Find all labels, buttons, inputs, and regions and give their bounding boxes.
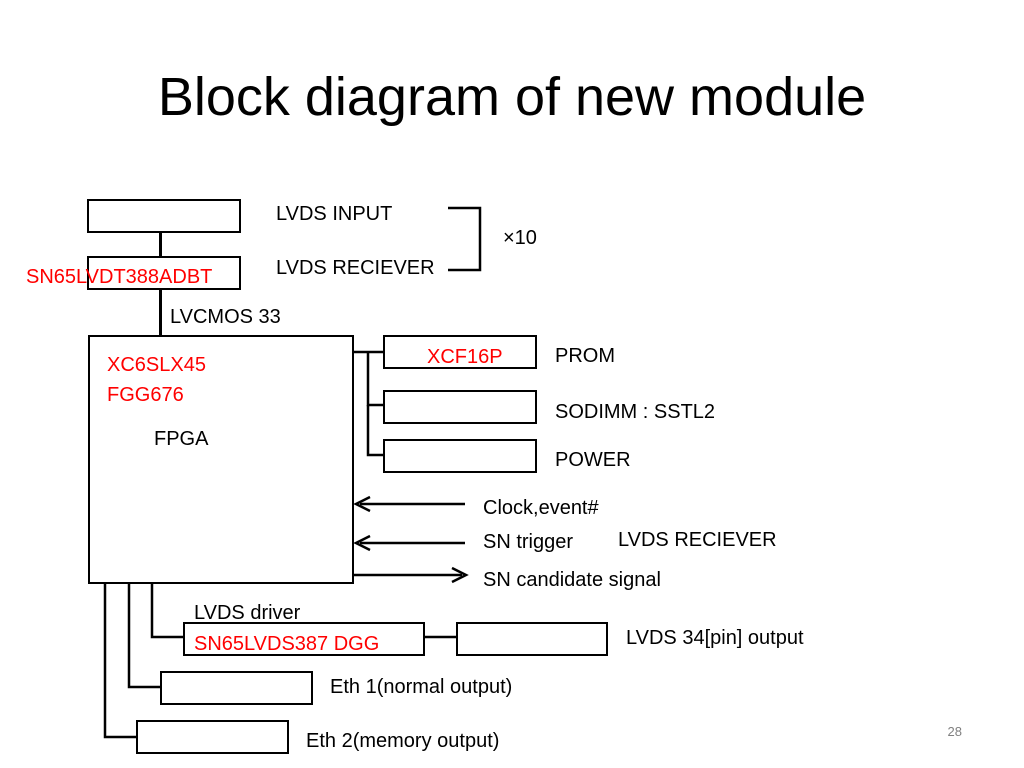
prom-label: PROM	[555, 345, 615, 367]
lvds-receiver-label: LVDS RECIEVER	[276, 257, 435, 279]
lvds-output-label: LVDS 34[pin] output	[626, 627, 804, 649]
sodimm-connector	[366, 352, 384, 407]
eth1-box	[160, 671, 313, 705]
power-label: POWER	[555, 449, 631, 471]
power-connector	[366, 405, 384, 457]
input-to-receiver-connector	[159, 233, 162, 257]
lvds-output-box	[456, 622, 608, 656]
eth2-connector	[103, 583, 137, 739]
power-box	[383, 439, 537, 473]
sodimm-box	[383, 390, 537, 424]
lvds-driver-box	[183, 622, 425, 656]
multiplier-label: ×10	[503, 227, 537, 249]
prom-box	[383, 335, 537, 369]
page-number: 28	[947, 724, 962, 739]
sn-candidate-arrowhead	[451, 566, 469, 584]
sn-trigger-arrowhead	[353, 534, 371, 552]
fpga-block	[88, 335, 354, 584]
eth1-connector	[127, 583, 161, 689]
eth2-label: Eth 2(memory output)	[306, 730, 500, 752]
clock-event-label: Clock,event#	[483, 497, 599, 519]
fpga-package: FGG676	[107, 384, 184, 406]
slide-title: Block diagram of new module	[157, 67, 867, 127]
lvds-input-label: LVDS INPUT	[276, 203, 393, 225]
lvds-driver-label: LVDS driver	[194, 602, 301, 624]
sn-trigger-label: SN trigger	[483, 531, 574, 553]
repeat-bracket	[448, 206, 482, 272]
fpga-part-number: XC6SLX45	[107, 354, 206, 376]
prom-part-number: XCF16P	[427, 346, 503, 368]
lvds-receiver-box	[87, 256, 241, 290]
eth1-label: Eth 1(normal output)	[330, 676, 513, 698]
receiver-to-fpga-connector	[159, 290, 162, 337]
receiver-part-number: SN65LVDT388ADBT	[26, 266, 213, 288]
lvds-input-box	[87, 199, 241, 233]
sn-trigger-receiver-label: LVDS RECIEVER	[618, 529, 777, 551]
clock-arrowhead	[353, 495, 371, 513]
sodimm-label: SODIMM : SSTL2	[555, 401, 716, 423]
sn-candidate-label: SN candidate signal	[483, 569, 661, 591]
driver-part-number: SN65LVDS387 DGG	[194, 633, 380, 655]
driver-connector	[150, 583, 184, 639]
eth2-box	[136, 720, 289, 754]
lvcmos-label: LVCMOS 33	[170, 306, 281, 328]
fpga-label: FPGA	[154, 428, 209, 450]
